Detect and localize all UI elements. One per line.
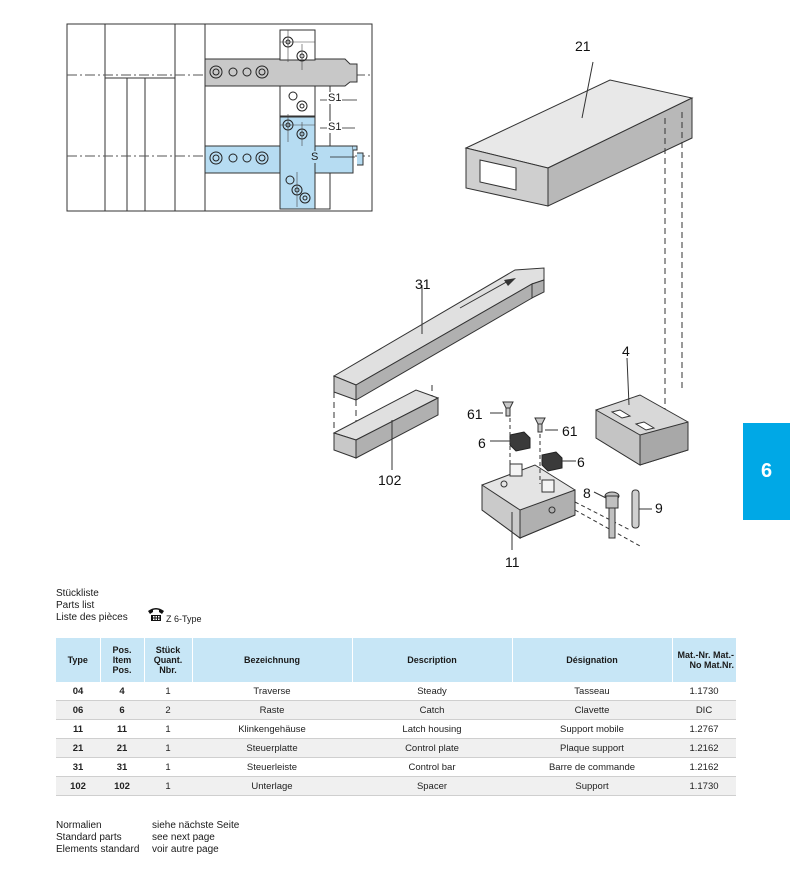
part-label-11: 11 bbox=[505, 554, 520, 570]
chapter-tab-label: 6 bbox=[760, 460, 773, 482]
table-row: 31 31 1 Steuerleiste Control bar Barre d… bbox=[56, 757, 736, 777]
cell-type: 102 bbox=[56, 776, 100, 796]
cell-type: 31 bbox=[56, 757, 100, 777]
section-drawing bbox=[66, 23, 373, 212]
col-header-material: Mat.-Nr. Mat.-No Mat.Nr. bbox=[671, 638, 736, 682]
cell-description: Latch housing bbox=[352, 719, 512, 739]
part-label-102: 102 bbox=[378, 472, 402, 488]
cell-pos: 11 bbox=[100, 719, 144, 739]
col-header-description: Description bbox=[351, 638, 512, 682]
cell-designation: Plaque support bbox=[512, 738, 672, 758]
cell-bezeichnung: Steuerleiste bbox=[192, 757, 352, 777]
part-label-4: 4 bbox=[622, 343, 630, 359]
part-label-8: 8 bbox=[583, 485, 591, 501]
cell-description: Control bar bbox=[352, 757, 512, 777]
part-label-61-right: 61 bbox=[562, 423, 578, 439]
part-label-6-right: 6 bbox=[577, 454, 585, 470]
cell-type: 11 bbox=[56, 719, 100, 739]
table-row: 04 4 1 Traverse Steady Tasseau 1.1730 bbox=[56, 682, 736, 701]
table-row: 06 6 2 Raste Catch Clavette DIC bbox=[56, 700, 736, 720]
table-header-row: Type Pos. Item Pos. Stück Quant. Nbr. Be… bbox=[56, 638, 736, 682]
part-label-9: 9 bbox=[655, 500, 663, 516]
cell-designation: Support mobile bbox=[512, 719, 672, 739]
type-note: Z 6-Type bbox=[166, 614, 202, 624]
cell-qty: 1 bbox=[144, 757, 192, 777]
chapter-tab[interactable]: 6 bbox=[743, 423, 790, 520]
col-header-designation: Désignation bbox=[511, 638, 672, 682]
standard-value-en[interactable]: see next page bbox=[152, 832, 215, 843]
parts-list-caption-fr: Liste des pièces bbox=[56, 612, 128, 623]
cell-pos: 102 bbox=[100, 776, 144, 796]
part-label-61-left: 61 bbox=[467, 406, 483, 422]
standard-label-de: Normalien bbox=[56, 820, 102, 831]
part-label-21: 21 bbox=[575, 38, 591, 54]
table-row: 11 11 1 Klinkengehäuse Latch housing Sup… bbox=[56, 719, 736, 739]
cell-description: Steady bbox=[352, 682, 512, 701]
standard-value-fr[interactable]: voir autre page bbox=[152, 844, 219, 855]
cell-bezeichnung: Steuerplatte bbox=[192, 738, 352, 758]
control-plate-21 bbox=[464, 79, 694, 207]
standard-label-en: Standard parts bbox=[56, 832, 122, 843]
cell-bezeichnung: Traverse bbox=[192, 682, 352, 701]
cell-pos: 6 bbox=[100, 700, 144, 720]
cell-pos: 21 bbox=[100, 738, 144, 758]
table-row: 21 21 1 Steuerplatte Control plate Plaqu… bbox=[56, 738, 736, 758]
cell-qty: 1 bbox=[144, 776, 192, 796]
part-label-31: 31 bbox=[415, 276, 431, 292]
standard-label-fr: Elements standard bbox=[56, 844, 140, 855]
control-bar-31 bbox=[332, 267, 545, 401]
cell-pos: 4 bbox=[100, 682, 144, 701]
cell-type: 21 bbox=[56, 738, 100, 758]
col-header-bezeichnung: Bezeichnung bbox=[191, 638, 352, 682]
standard-parts-values: siehe nächste Seite see next page voir a… bbox=[152, 820, 239, 856]
cell-type: 06 bbox=[56, 700, 100, 720]
cell-qty: 1 bbox=[144, 682, 192, 701]
cell-material: 1.2162 bbox=[672, 738, 736, 758]
parts-table: Type Pos. Item Pos. Stück Quant. Nbr. Be… bbox=[56, 638, 736, 796]
cell-qty: 1 bbox=[144, 719, 192, 739]
col-header-pos: Pos. Item Pos. bbox=[99, 638, 144, 682]
cell-pos: 31 bbox=[100, 757, 144, 777]
cell-material: 1.1730 bbox=[672, 776, 736, 796]
cell-bezeichnung: Unterlage bbox=[192, 776, 352, 796]
cell-bezeichnung: Klinkengehäuse bbox=[192, 719, 352, 739]
exploded-view bbox=[332, 61, 694, 550]
dimension-s: S bbox=[310, 151, 320, 163]
part-label-6-left: 6 bbox=[478, 435, 486, 451]
phone-icon bbox=[148, 608, 164, 621]
standard-value-de[interactable]: siehe nächste Seite bbox=[152, 820, 240, 831]
parts-list-caption-de: Stückliste bbox=[56, 588, 99, 599]
spacer-102 bbox=[332, 389, 440, 459]
cell-material: DIC bbox=[672, 700, 736, 720]
cell-designation: Support bbox=[512, 776, 672, 796]
steady-4 bbox=[595, 394, 689, 466]
cell-material: 1.2767 bbox=[672, 719, 736, 739]
dimension-s1-lower: S1 bbox=[327, 121, 343, 133]
cell-designation: Barre de commande bbox=[512, 757, 672, 777]
cell-description: Catch bbox=[352, 700, 512, 720]
cell-description: Control plate bbox=[352, 738, 512, 758]
cell-designation: Tasseau bbox=[512, 682, 672, 701]
cell-material: 1.2162 bbox=[672, 757, 736, 777]
cell-designation: Clavette bbox=[512, 700, 672, 720]
latch-housing-11 bbox=[481, 463, 576, 539]
cell-qty: 1 bbox=[144, 738, 192, 758]
table-row: 102 102 1 Unterlage Spacer Support 1.173… bbox=[56, 776, 736, 796]
cell-bezeichnung: Raste bbox=[192, 700, 352, 720]
dimension-s1-upper: S1 bbox=[327, 92, 343, 104]
parts-list-caption-en: Parts list bbox=[56, 600, 95, 611]
cell-description: Spacer bbox=[352, 776, 512, 796]
standard-parts-labels: Normalien Standard parts Elements standa… bbox=[56, 820, 139, 856]
col-header-qty: Stück Quant. Nbr. bbox=[143, 638, 192, 682]
col-header-type: Type bbox=[56, 638, 100, 682]
cell-type: 04 bbox=[56, 682, 100, 701]
cell-qty: 2 bbox=[144, 700, 192, 720]
cell-material: 1.1730 bbox=[672, 682, 736, 701]
